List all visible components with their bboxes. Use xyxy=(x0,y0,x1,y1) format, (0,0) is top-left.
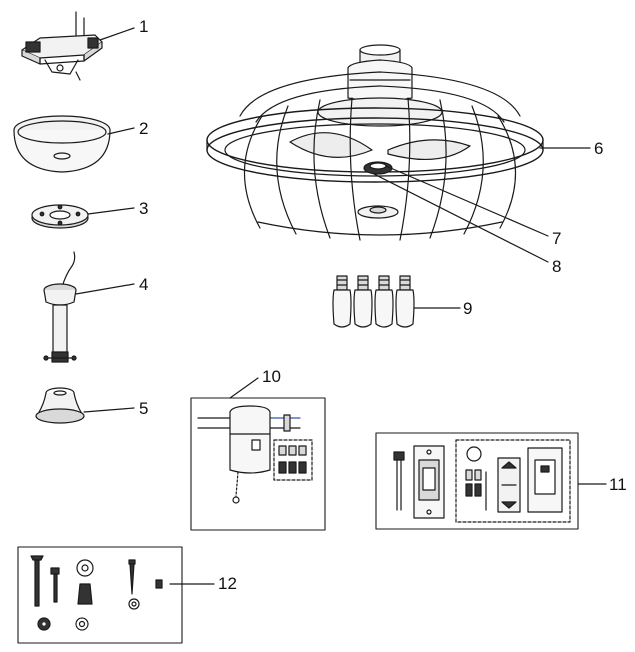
callout-11: 11 xyxy=(609,475,627,494)
part-11-wall-control-kit xyxy=(375,432,579,530)
leader-line-7 xyxy=(385,165,549,237)
leader-line-2 xyxy=(107,127,135,135)
callout-6: 6 xyxy=(594,139,604,158)
leader-line-5 xyxy=(83,407,135,413)
leader-line-8 xyxy=(373,173,549,263)
callout-3: 3 xyxy=(139,199,149,218)
callout-10: 10 xyxy=(262,367,281,386)
callout-2: 2 xyxy=(139,119,149,138)
part-12-hardware-kit xyxy=(17,546,183,644)
part-9-light-bulbs xyxy=(332,275,415,328)
callout-4: 4 xyxy=(139,275,149,294)
leader-line-10 xyxy=(229,377,259,399)
part-10-receiver-kit xyxy=(190,397,326,531)
callout-9: 9 xyxy=(463,299,473,318)
callout-7: 7 xyxy=(552,229,562,248)
callout-12: 12 xyxy=(218,574,237,593)
leader-line-4 xyxy=(75,283,135,295)
callout-1: 1 xyxy=(139,17,149,36)
part-3-canopy-ring xyxy=(31,204,89,229)
part-6-fan-body-cage xyxy=(206,44,544,241)
callout-5: 5 xyxy=(139,399,149,418)
part-4-downrod xyxy=(43,251,77,363)
part-5-coupling-cover xyxy=(35,387,85,424)
leader-line-3 xyxy=(87,207,135,215)
part-2-canopy xyxy=(13,115,111,173)
callout-8: 8 xyxy=(552,257,562,276)
leader-line-1 xyxy=(99,27,135,41)
part-1-mounting-bracket xyxy=(21,11,103,81)
